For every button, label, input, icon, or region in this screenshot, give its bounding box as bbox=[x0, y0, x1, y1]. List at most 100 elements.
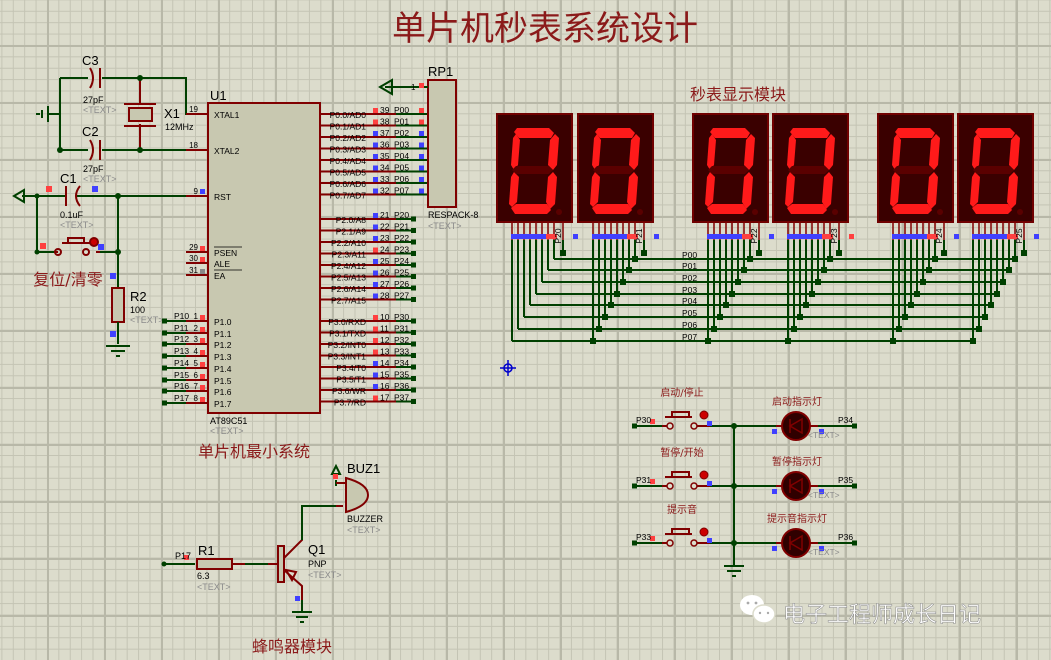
led-net-label: P35 bbox=[838, 475, 853, 485]
display-common-label: P23 bbox=[829, 228, 839, 243]
c3-value: 27pF bbox=[83, 95, 104, 105]
c1-ref: C1 bbox=[60, 171, 77, 186]
segment-d bbox=[892, 204, 932, 214]
pin-number: 34 bbox=[380, 163, 390, 173]
button-net-label: P30 bbox=[636, 415, 651, 425]
pin-name: P3.3/INT1 bbox=[328, 352, 367, 362]
pin-name: P1.1 bbox=[214, 329, 232, 339]
net-label: P36 bbox=[394, 381, 409, 391]
net-label: P02 bbox=[394, 128, 409, 138]
segment-a bbox=[710, 128, 750, 138]
segment-g bbox=[708, 166, 749, 174]
buzzer-circuit bbox=[161, 463, 370, 623]
pin-name: P2.3/A11 bbox=[332, 250, 367, 260]
q1-value: PNP bbox=[308, 559, 327, 569]
pin-name: P2.5/A13 bbox=[331, 273, 366, 283]
page-title: 单片机秒表系统设计 bbox=[392, 9, 698, 49]
pin-number: 33 bbox=[380, 174, 390, 184]
net-label: P12 bbox=[174, 334, 189, 344]
net-label: P24 bbox=[394, 256, 409, 266]
u1-pin-p12[interactable]: 3P1.2 P12 bbox=[162, 334, 232, 350]
net-label: P32 bbox=[394, 335, 409, 345]
net-label: P11 bbox=[174, 323, 189, 333]
pin-number: 12 bbox=[380, 335, 390, 345]
pin-name: RST bbox=[214, 192, 231, 202]
pin-number: 8 bbox=[194, 394, 199, 403]
wechat-icon bbox=[740, 595, 776, 624]
x1-value: 12MHz bbox=[165, 122, 194, 132]
pin-number: 7 bbox=[194, 382, 199, 391]
pin-number: 6 bbox=[194, 371, 199, 380]
pin-number: 27 bbox=[380, 279, 390, 289]
u1-mcu[interactable] bbox=[207, 102, 321, 414]
pin-name: P3.6/WR bbox=[332, 386, 366, 396]
pin-name: P1.2 bbox=[214, 340, 232, 350]
q1-text-placeholder: <TEXT> bbox=[308, 570, 342, 580]
net-label: P30 bbox=[394, 312, 409, 322]
segment-b bbox=[629, 134, 640, 170]
segment-b bbox=[929, 134, 940, 170]
segment-f bbox=[707, 134, 716, 170]
rp1-text-placeholder: <TEXT> bbox=[428, 221, 462, 231]
segment-c bbox=[822, 172, 833, 209]
segment-c bbox=[927, 172, 938, 209]
decimal-point bbox=[752, 209, 758, 215]
segment-d bbox=[972, 204, 1012, 214]
pin-name: P3.7/RD bbox=[334, 398, 366, 408]
seven-segment-display: P22 bbox=[692, 113, 774, 256]
pin-number: 29 bbox=[189, 243, 198, 252]
display-common-label: P20 bbox=[553, 228, 563, 243]
seven-segment-display: P21 bbox=[577, 113, 659, 256]
pin-name: P2.6/A14 bbox=[331, 284, 366, 294]
mcu-min-system-label: 单片机最小系统 bbox=[198, 442, 310, 461]
net-label: P13 bbox=[174, 346, 189, 356]
display-module-label: 秒表显示模块 bbox=[690, 85, 786, 104]
rp1-resistor-pack[interactable] bbox=[378, 78, 457, 208]
pin-number: 3 bbox=[194, 335, 199, 344]
control-panel: 启动/停止P30暂停/开始P31提示音P33启动指示灯P34<TEXT>暂停指示… bbox=[632, 386, 857, 577]
pin-name: P0.6/AD6 bbox=[330, 179, 367, 189]
pin-number: 5 bbox=[194, 359, 199, 368]
